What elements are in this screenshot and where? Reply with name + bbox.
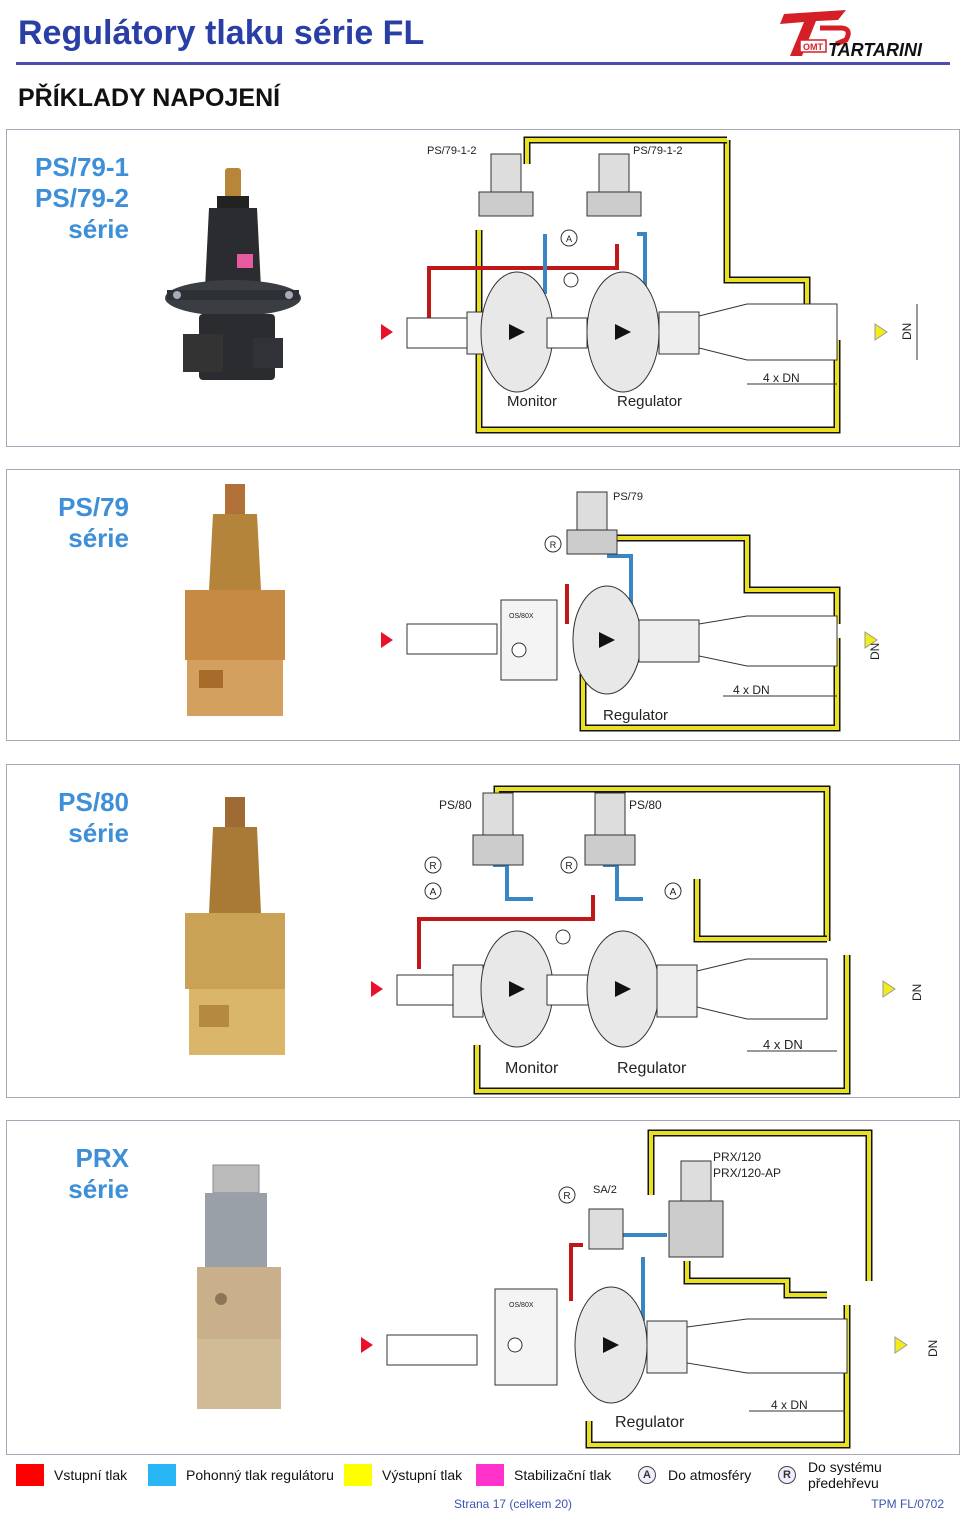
regulator-photo (165, 168, 301, 380)
series-label: PS/79 série (58, 492, 129, 553)
svg-text:4 x DN: 4 x DN (763, 1037, 803, 1052)
page-number: Strana 17 (celkem 20) (454, 1497, 573, 1511)
connection-diagram: PS/80 PS/80 R R A A Monitor Regulator 4 … (371, 785, 924, 1095)
legend-swatch-yellow (344, 1464, 372, 1486)
tartarini-logo: OMT TARTARINI (780, 10, 923, 60)
legend-item-stabilization: Stabilizační tlak (476, 1462, 611, 1488)
color-legend: Vstupní tlak Pohonný tlak regulátoru Výs… (16, 1459, 956, 1491)
header-rule (16, 62, 950, 65)
logo-text: TARTARINI (828, 40, 923, 60)
regulator-photo (185, 484, 285, 716)
regulator-photo (197, 1164, 281, 1409)
atmosphere-symbol-icon: A (638, 1466, 656, 1484)
svg-text:Regulator: Regulator (617, 393, 682, 410)
document-code: TPM FL/0702 (871, 1497, 944, 1511)
series-label: PS/79-1 PS/79-2 série (35, 152, 129, 244)
svg-text:PS/79: PS/79 (613, 491, 643, 503)
svg-text:Regulator: Regulator (615, 1414, 685, 1431)
connection-diagram: PRX/120 PRX/120-AP SA/2 R OS/80X Regulat… (361, 1129, 940, 1449)
legend-item-pilot: Pohonný tlak regulátoru (148, 1462, 334, 1488)
svg-text:4 x DN: 4 x DN (763, 371, 800, 385)
svg-text:DN: DN (926, 1340, 940, 1357)
svg-text:A: A (430, 887, 437, 898)
svg-text:R: R (550, 540, 557, 550)
series-label: PS/80 série (58, 787, 129, 848)
legend-item-atmosphere: A Do atmosféry (638, 1462, 751, 1488)
svg-text:SA/2: SA/2 (593, 1184, 617, 1196)
svg-text:OS/80X: OS/80X (509, 613, 534, 620)
svg-text:PS/80: PS/80 (629, 798, 662, 812)
svg-text:DN: DN (910, 984, 924, 1001)
regulator-photo (185, 797, 285, 1055)
svg-text:4 x DN: 4 x DN (771, 1398, 808, 1412)
svg-text:DN: DN (900, 323, 914, 340)
legend-swatch-magenta (476, 1464, 504, 1486)
connection-diagram: PS/79-1-2 PS/79-1-2 A Monitor Regulator … (381, 136, 918, 434)
svg-text:R: R (563, 1191, 570, 1202)
svg-text:DN: DN (868, 643, 882, 660)
legend-item-outlet: Výstupní tlak (344, 1462, 462, 1488)
panel-ps79-1-2: PS/79-1 PS/79-2 série (6, 129, 960, 447)
svg-text:Monitor: Monitor (507, 393, 557, 410)
svg-text:A: A (670, 887, 677, 898)
legend-item-inlet: Vstupní tlak (16, 1462, 127, 1488)
legend-item-preheating: R Do systému předehřevu (778, 1459, 956, 1491)
preheating-symbol-icon: R (778, 1466, 796, 1484)
section-title: PŘÍKLADY NAPOJENÍ (18, 84, 281, 112)
svg-text:OS/80X: OS/80X (509, 1302, 534, 1309)
svg-text:Regulator: Regulator (617, 1060, 687, 1077)
svg-text:Regulator: Regulator (603, 707, 668, 724)
page-title: Regulátory tlaku série FL (18, 14, 425, 52)
logo-badge: OMT (803, 42, 823, 52)
svg-text:A: A (566, 234, 572, 244)
connection-diagram: PS/79 R OS/80X Regulator 4 x DN DN (381, 491, 882, 732)
svg-text:PS/79-1-2: PS/79-1-2 (633, 145, 683, 157)
svg-text:R: R (429, 861, 436, 872)
legend-swatch-red (16, 1464, 44, 1486)
svg-text:Monitor: Monitor (505, 1060, 559, 1077)
svg-text:PRX/120-AP: PRX/120-AP (713, 1166, 781, 1180)
panel-ps80: PS/80 série (6, 764, 960, 1098)
svg-text:PS/79-1-2: PS/79-1-2 (427, 145, 477, 157)
legend-swatch-blue (148, 1464, 176, 1486)
panel-prx: PRX série PRX/120 PRX/120-AP SA/ (6, 1120, 960, 1455)
svg-text:4 x DN: 4 x DN (733, 683, 770, 697)
series-label: PRX série (68, 1143, 129, 1204)
panel-ps79: PS/79 série PS/79 R OS/80X Regulator 4 x… (6, 469, 960, 741)
svg-text:PS/80: PS/80 (439, 798, 472, 812)
svg-text:R: R (565, 861, 572, 872)
svg-text:PRX/120: PRX/120 (713, 1150, 761, 1164)
